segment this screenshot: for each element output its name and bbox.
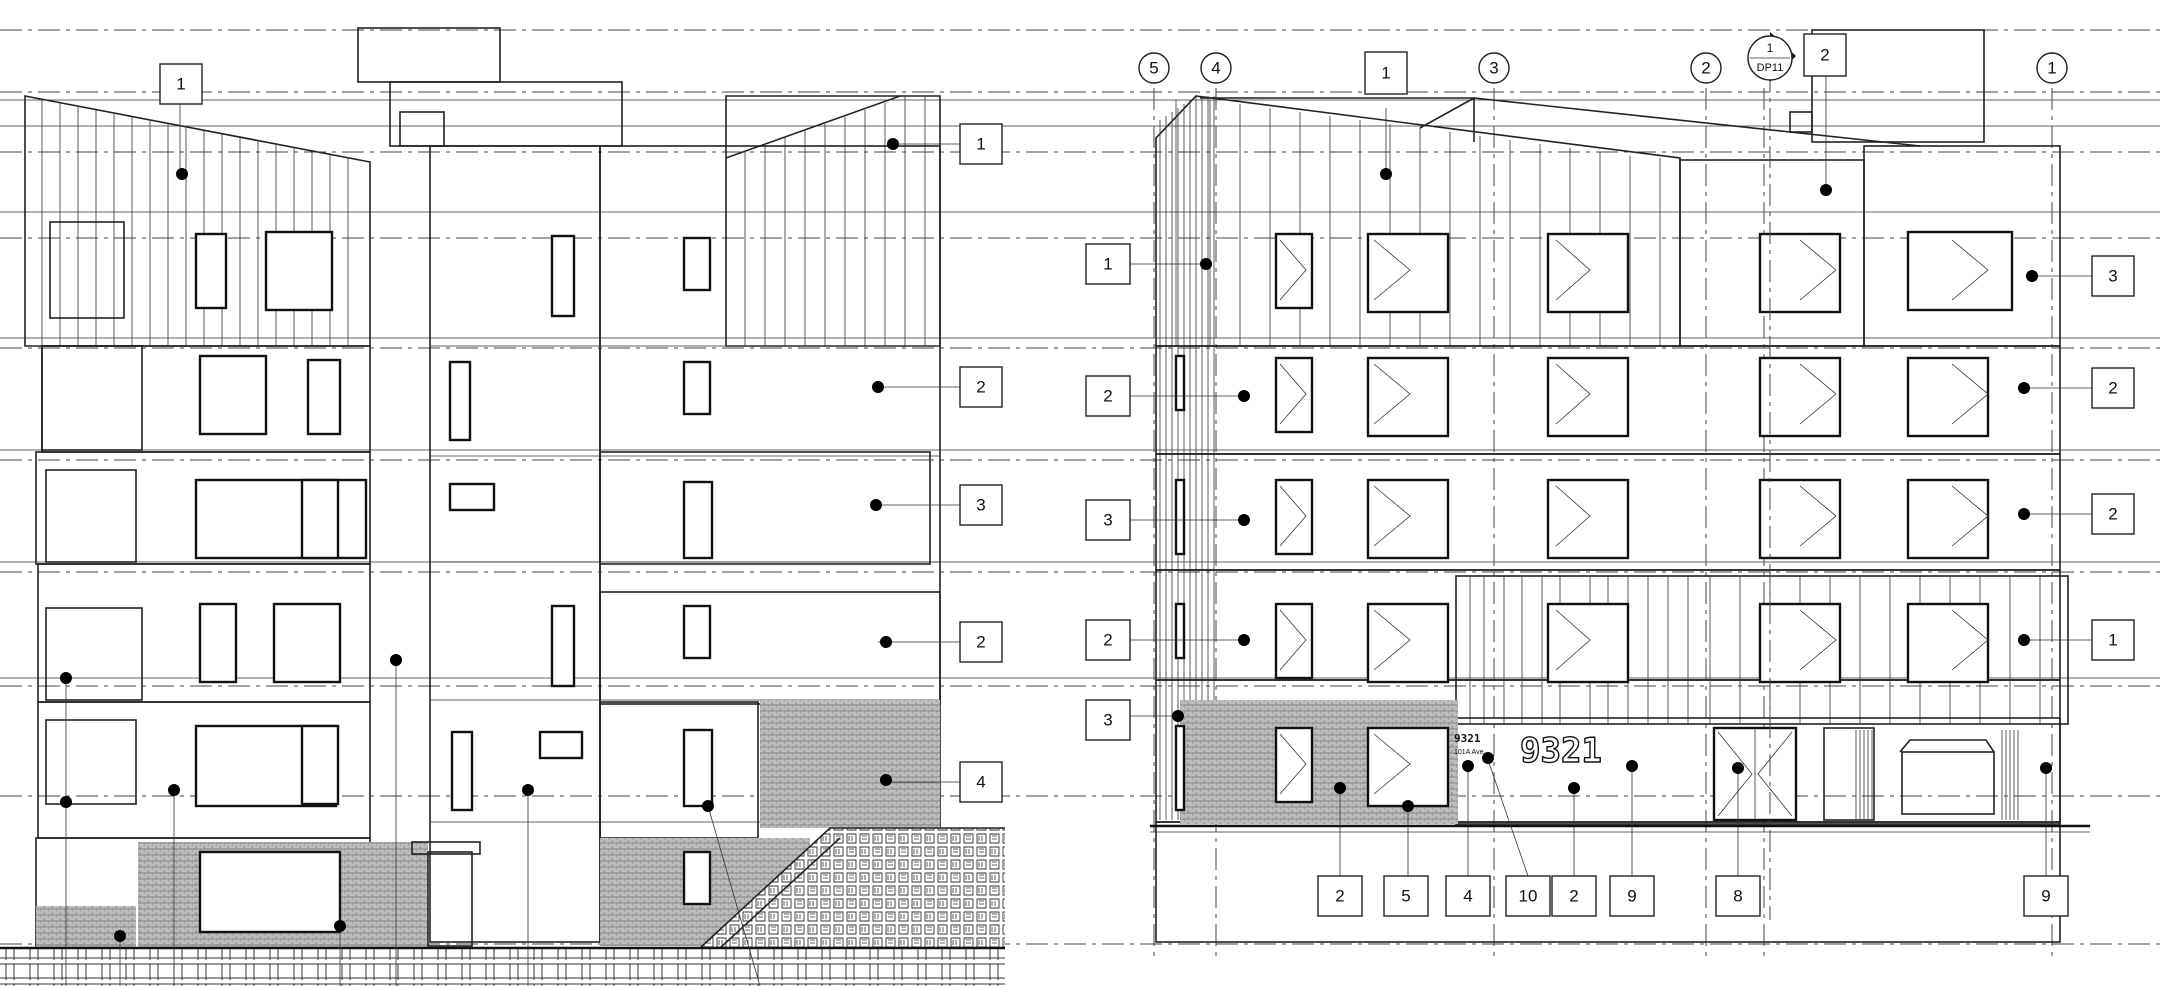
svg-text:3: 3 [976, 496, 985, 515]
left-tag-5: 4 [959, 761, 1003, 803]
right-tag-left-3: 3 [1085, 499, 1131, 541]
svg-text:2: 2 [1103, 631, 1112, 650]
right-tag-top-1: 1 [1364, 51, 1408, 95]
grid-bubble-5: 5 [1138, 52, 1170, 84]
svg-text:2: 2 [1569, 887, 1578, 906]
left-tag-2: 2 [959, 366, 1003, 408]
svg-text:5: 5 [1401, 887, 1410, 906]
svg-text:2: 2 [2108, 379, 2117, 398]
svg-text:DP11: DP11 [1757, 62, 1784, 74]
svg-text:2: 2 [2108, 505, 2117, 524]
svg-text:9: 9 [2041, 887, 2050, 906]
svg-text:2: 2 [1820, 46, 1829, 65]
right-tag-left-5: 3 [1085, 699, 1131, 741]
right-tag-right-3: 2 [2091, 493, 2135, 535]
svg-text:1: 1 [1103, 255, 1112, 274]
left-tag-1: 1 [959, 123, 1003, 165]
right-windows [1174, 230, 2014, 812]
right-tag-left-1: 1 [1085, 243, 1131, 285]
right-tag-bottom-7: 8 [1715, 875, 1761, 917]
grid-bubble-4: 4 [1200, 52, 1232, 84]
svg-text:2: 2 [976, 633, 985, 652]
svg-text:1: 1 [2108, 631, 2117, 650]
svg-text:1: 1 [976, 135, 985, 154]
left-tag-roof: 1 [159, 63, 203, 105]
right-tag-left-2: 2 [1085, 375, 1131, 417]
svg-text:2: 2 [1335, 887, 1344, 906]
right-tag-bottom-6: 9 [1609, 875, 1655, 917]
right-tag-right-4: 1 [2091, 619, 2135, 661]
right-tag-bottom-4: 10 [1505, 875, 1551, 917]
left-windows [194, 230, 714, 934]
address-unit: 101A Ave [1454, 749, 1484, 756]
section-marker: 1 DP11 [1747, 32, 1796, 82]
left-tag-4: 2 [959, 621, 1003, 663]
right-tag-top-2: 2 [1803, 33, 1847, 77]
left-elevation [0, 27, 1005, 986]
right-tag-bottom-2: 5 [1383, 875, 1429, 917]
right-tag-left-4: 2 [1085, 619, 1131, 661]
address-number-large: 9321 [1520, 731, 1602, 771]
svg-text:2: 2 [1701, 59, 1710, 78]
right-tag-bottom-3: 4 [1445, 875, 1491, 917]
right-tag-right-2: 2 [2091, 367, 2135, 409]
svg-text:9: 9 [1627, 887, 1636, 906]
svg-text:3: 3 [1103, 511, 1112, 530]
svg-text:1: 1 [1767, 41, 1774, 55]
grid-bubble-1: 1 [2036, 52, 2068, 84]
svg-text:1: 1 [1381, 64, 1390, 83]
right-tag-bottom-1: 2 [1317, 875, 1363, 917]
svg-text:2: 2 [976, 378, 985, 397]
svg-text:4: 4 [976, 773, 985, 792]
grid-bubble-2: 2 [1690, 52, 1722, 84]
svg-text:4: 4 [1211, 59, 1220, 78]
svg-text:3: 3 [1103, 711, 1112, 730]
svg-text:5: 5 [1149, 59, 1158, 78]
svg-text:1: 1 [2047, 59, 2056, 78]
svg-text:8: 8 [1733, 887, 1742, 906]
svg-text:3: 3 [2108, 267, 2117, 286]
svg-text:10: 10 [1519, 887, 1538, 906]
right-elevation: 9321 9321 101A Ave [1130, 29, 2110, 960]
right-tag-bottom-5: 2 [1551, 875, 1597, 917]
svg-text:3: 3 [1489, 59, 1498, 78]
svg-text:4: 4 [1463, 887, 1472, 906]
grid-bubble-3: 3 [1478, 52, 1510, 84]
right-tag-right-1: 3 [2091, 255, 2135, 297]
address-number-small: 9321 [1454, 732, 1481, 745]
right-tag-bottom-8: 9 [2023, 875, 2069, 917]
svg-text:2: 2 [1103, 387, 1112, 406]
svg-text:1: 1 [176, 75, 185, 94]
left-tag-3: 3 [959, 484, 1003, 526]
